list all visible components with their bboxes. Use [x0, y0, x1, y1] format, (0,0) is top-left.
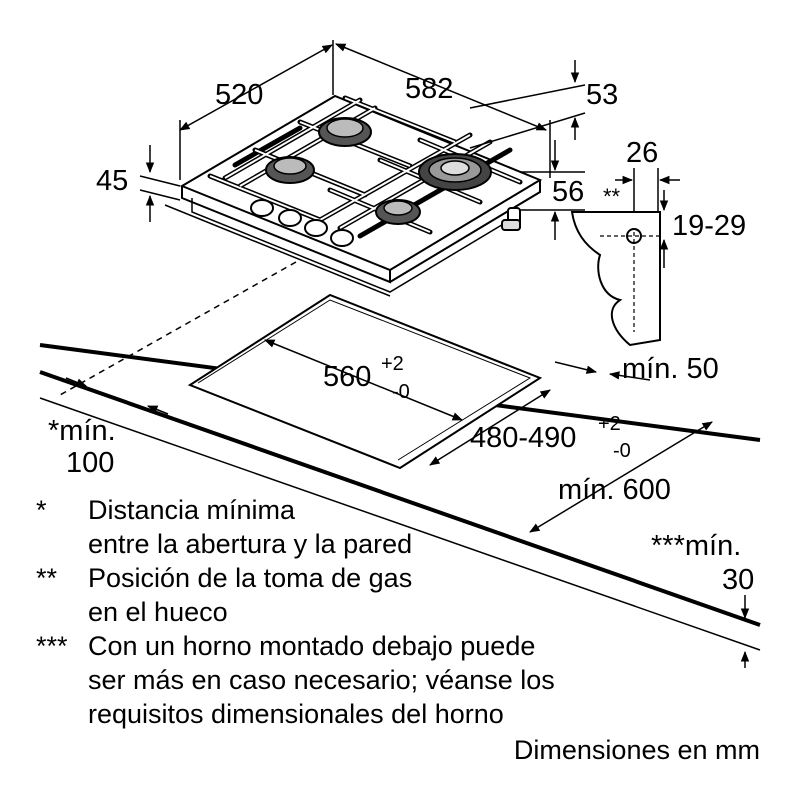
- dim-min-50: mín. 50: [622, 353, 719, 385]
- dim-below-min-label: ***mín.: [651, 530, 741, 562]
- fixing-bracket: [570, 211, 661, 347]
- dimension-lines-bracket: [615, 168, 680, 268]
- burner-wok: [418, 153, 492, 191]
- burner-rear-left: [318, 117, 372, 147]
- dim-cutout-560-tol-minus: -0: [392, 381, 410, 403]
- dim-below-min-value: 30: [722, 564, 754, 596]
- dim-cutout-480-tol-plus: +2: [598, 413, 621, 435]
- dimension-lines-cutout: [65, 339, 750, 668]
- burner-front-right: [375, 199, 421, 225]
- dim-wall-min-value: 100: [66, 447, 114, 479]
- dim-width-520: 520: [215, 79, 263, 111]
- projection-lines: [59, 261, 297, 396]
- dim-height-45: 45: [96, 165, 128, 197]
- dim-bracket-26: 26: [626, 137, 658, 169]
- burner-front-left: [265, 156, 315, 184]
- dim-bracket-marker: **: [603, 184, 621, 209]
- dim-offset-56: 56: [552, 176, 584, 208]
- dim-cutout-560-tol-plus: +2: [381, 353, 404, 375]
- dimension-lines-hob: [139, 40, 586, 297]
- dim-cutout-480-490: 480-490: [470, 422, 576, 454]
- dim-height-53: 53: [586, 79, 618, 111]
- control-knobs: [250, 199, 354, 247]
- dim-min-600: mín. 600: [558, 474, 671, 506]
- dim-cutout-480-tol-minus: -0: [613, 440, 631, 462]
- dim-bracket-19-29: 19-29: [672, 210, 746, 242]
- dim-wall-min-label: *mín.: [48, 415, 116, 447]
- dim-depth-582: 582: [405, 73, 453, 105]
- dim-cutout-560: 560: [323, 361, 371, 393]
